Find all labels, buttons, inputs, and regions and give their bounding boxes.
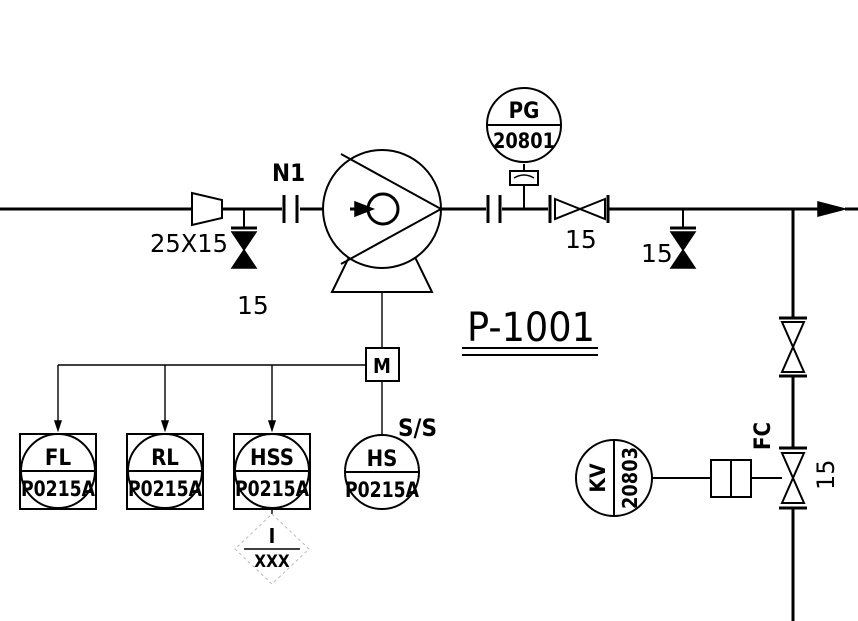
interlock-top: I — [269, 524, 276, 548]
kv-number: 20803 — [618, 447, 642, 509]
hss-function: HSS — [250, 446, 294, 471]
fl-function: FL — [45, 446, 72, 471]
instrument-fl: FL P0215A — [19, 433, 97, 510]
discharge-valve-icon — [554, 197, 583, 221]
instrument-hs: HS P0215A — [344, 434, 420, 510]
centrifugal-pump-icon — [322, 149, 444, 293]
interlock-diamond: I XXX — [234, 509, 310, 585]
reducer-label: 25X15 — [150, 229, 228, 258]
motor-panel-note: S/S — [398, 414, 437, 442]
pump-tag: P-1001 — [467, 305, 595, 351]
drain-valve-2-icon — [669, 231, 697, 269]
drain-valve-size: 15 — [237, 291, 269, 320]
gauge-isolator-icon — [509, 170, 539, 186]
branch-valve-icon — [780, 321, 806, 373]
nozzle-label: N1 — [272, 159, 305, 187]
signal-drops — [53, 365, 277, 433]
hs-number: P0215A — [345, 478, 419, 502]
drain-valve-icon — [230, 231, 258, 269]
flow-arrow-icon — [817, 201, 848, 217]
instrument-pg: PG 20801 — [486, 87, 562, 163]
motor-label: M — [373, 354, 391, 378]
fl-number: P0215A — [21, 477, 95, 501]
kv-function: KV — [586, 463, 610, 493]
drain-valve-2-size: 15 — [641, 239, 673, 268]
instrument-hss: HSS P0215A — [233, 433, 311, 510]
rl-number: P0215A — [128, 477, 202, 501]
hs-function: HS — [367, 447, 398, 472]
instrument-rl: RL P0215A — [126, 433, 204, 510]
discharge-valve-size: 15 — [565, 225, 597, 254]
hss-number: P0215A — [235, 477, 309, 501]
pg-number: 20801 — [493, 129, 555, 153]
control-valve-icon — [780, 452, 806, 504]
instrument-kv: KV 20803 — [575, 439, 653, 517]
reducer-icon — [191, 191, 223, 227]
interlock-bottom: XXX — [254, 552, 290, 572]
control-valve-size: 15 — [812, 459, 840, 490]
pg-function: PG — [509, 99, 540, 124]
control-valve-action: FC — [751, 422, 776, 450]
rl-function: RL — [151, 446, 179, 471]
